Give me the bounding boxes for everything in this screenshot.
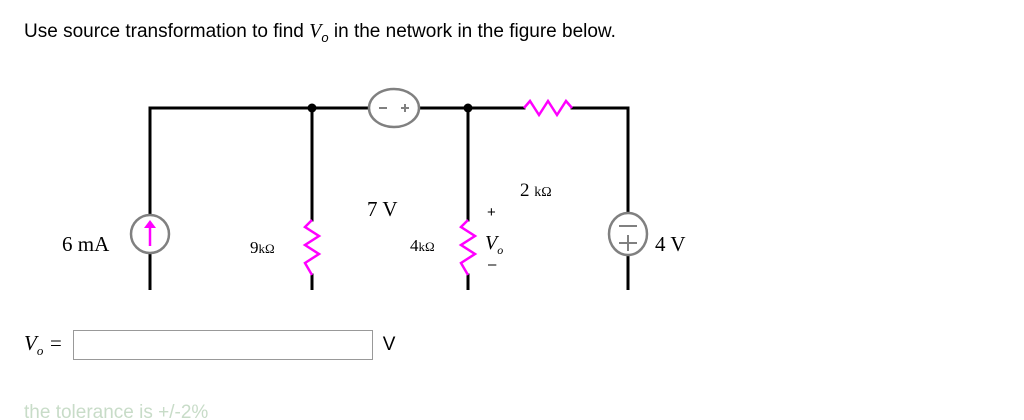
junction-dots <box>307 103 473 113</box>
prompt-variable: V <box>309 20 322 42</box>
label-polarity-plus: + <box>487 204 496 221</box>
answer-input[interactable] <box>72 330 373 360</box>
circuit-diagram: 6 mA 9kΩ 7 V 4kΩ 2 kΩ + Vo – 4 V <box>0 60 1024 290</box>
prompt-text-before: Use source transformation to find <box>24 21 310 42</box>
voltage-source-7v-symbol <box>367 87 421 129</box>
label-polarity-minus: – <box>488 256 497 273</box>
resistor-2k-symbol <box>523 98 573 118</box>
page-title: Use source transformation to find Vo in … <box>24 20 616 45</box>
prompt-variable-subscript: o <box>321 29 329 45</box>
answer-row: Vo = V <box>24 330 395 360</box>
label-resistor-2k: 2 kΩ <box>520 180 552 202</box>
label-resistor-4k: 4kΩ <box>410 236 435 256</box>
label-output-voltage-symbol: V <box>485 232 498 254</box>
answer-label-subscript: o <box>36 343 44 359</box>
answer-label-symbol: V <box>24 330 37 355</box>
label-resistor-9k-value: 9 <box>250 238 259 257</box>
answer-unit: V <box>382 334 396 355</box>
resistor-4k-symbol <box>458 219 478 276</box>
current-source-symbol <box>129 213 171 255</box>
label-current-source: 6 mA <box>62 232 110 256</box>
answer-equals: = <box>48 330 63 355</box>
label-resistor-9k: 9kΩ <box>250 238 275 258</box>
label-resistor-2k-unit: kΩ <box>534 185 552 200</box>
label-voltage-source-4v: 4 V <box>655 232 686 256</box>
junction-dot-top-4k <box>463 103 473 113</box>
answer-label: Vo = <box>24 331 63 359</box>
label-resistor-2k-value: 2 <box>520 180 530 201</box>
label-resistor-9k-unit: kΩ <box>258 241 275 256</box>
label-resistor-4k-unit: kΩ <box>418 239 435 254</box>
junction-dot-top-9k <box>307 103 317 113</box>
prompt-text-after: in the network in the figure below. <box>328 21 616 42</box>
voltage-source-4v-symbol <box>607 211 649 257</box>
tolerance-note: the tolerance is +/-2% <box>24 402 209 420</box>
resistor-9k-symbol <box>302 219 322 276</box>
label-resistor-4k-value: 4 <box>410 236 419 255</box>
label-voltage-source-7v: 7 V <box>367 197 398 221</box>
label-output-voltage: Vo <box>485 232 503 258</box>
label-output-voltage-subscript: o <box>497 243 504 257</box>
